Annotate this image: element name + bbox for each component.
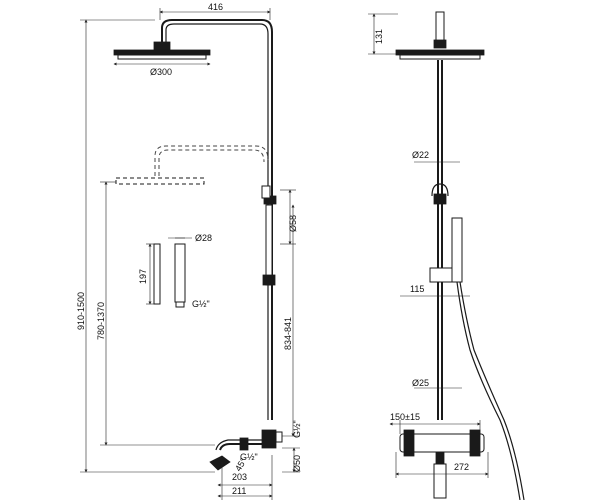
shower-head: Ø300 — [113, 49, 211, 77]
side-hose-outer — [456, 281, 521, 500]
label-height-range: 910-1500 — [76, 292, 86, 330]
side-shower-head — [395, 49, 485, 56]
head-connector — [153, 41, 171, 51]
side-pipe-top — [435, 11, 445, 43]
slider — [262, 274, 276, 286]
label-bracket-115: 115 — [410, 284, 424, 294]
label-pipe-diameter: Ø22 — [412, 150, 429, 160]
lower-position-arm-inner — [158, 149, 265, 176]
label-centres: 150±15 — [390, 412, 420, 422]
front-view: 416 Ø300 910-1500 780-1370 — [76, 2, 302, 500]
lower-position-arm — [154, 145, 269, 176]
side-hose-inner — [459, 281, 525, 500]
label-mixer-width: 272 — [454, 462, 469, 472]
side-head-connector — [433, 39, 447, 49]
overhead-arm — [161, 19, 273, 420]
label-head-diameter: Ø300 — [150, 67, 172, 77]
label-pipe-25: Ø25 — [412, 378, 429, 388]
slide-rail — [265, 204, 273, 286]
label-head-height: 131 — [374, 29, 384, 44]
side-slider — [429, 267, 453, 283]
dim-arm-length: 416 — [159, 2, 271, 20]
label-arm-length: 416 — [208, 2, 223, 12]
label-spout-211: 211 — [232, 486, 246, 496]
label-spout-203: 203 — [232, 472, 247, 482]
label-height-range-2: 780-1370 — [96, 302, 106, 340]
label-hand-thread: G½" — [192, 299, 210, 309]
dim-height-range-2: 780-1370 — [96, 181, 215, 446]
label-hand-length: 197 — [138, 269, 148, 284]
overhead-arm-inner — [165, 23, 269, 420]
side-bracket — [433, 193, 447, 205]
label-spacing-range: 834-841 — [283, 317, 293, 350]
side-hand-shower — [451, 217, 463, 283]
mixer-front — [209, 429, 283, 471]
side-shower-head-face — [399, 54, 481, 60]
lower-position-head — [115, 177, 205, 185]
dim-height-range: 910-1500 — [76, 19, 215, 473]
label-thread-spout: G½" — [240, 452, 258, 462]
label-hand-diameter: Ø28 — [195, 233, 212, 243]
side-mixer — [399, 429, 485, 499]
bracket-cap — [261, 185, 271, 199]
side-view: 131 Ø22 115 Ø25 150±15 — [368, 11, 525, 500]
side-bracket-arc — [431, 183, 449, 197]
label-thread-top: G½" — [292, 420, 302, 438]
label-depth-50: Ø50 — [292, 455, 302, 472]
hand-shower-detail: Ø28 197 G½" — [138, 233, 212, 309]
